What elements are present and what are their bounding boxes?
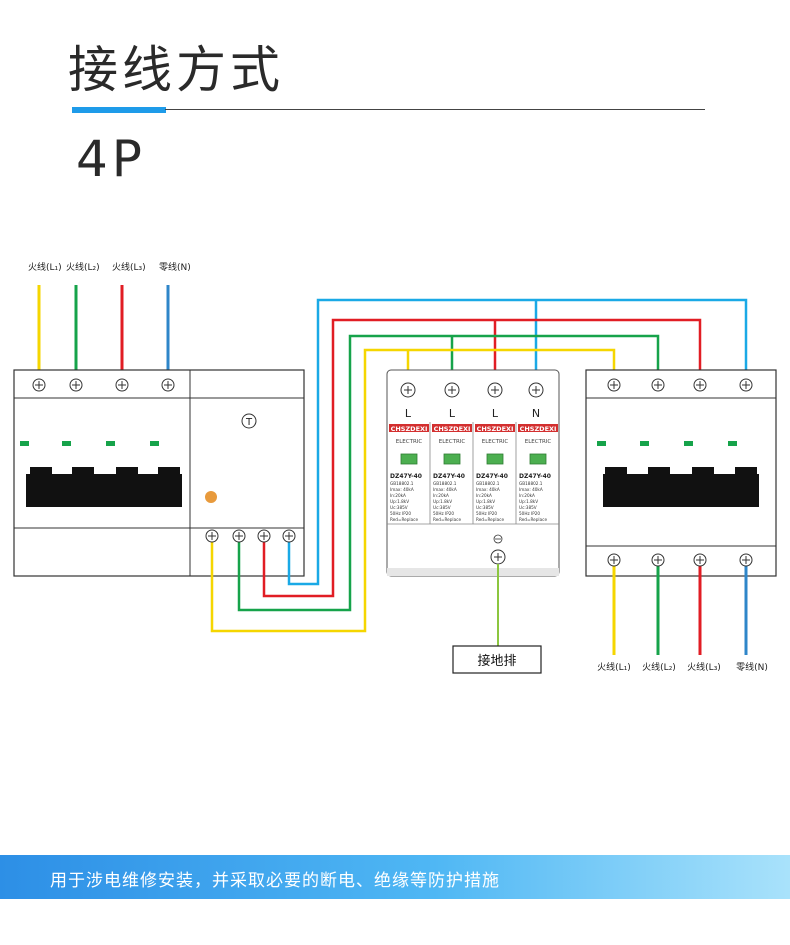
svg-text:CHSZDEXI: CHSZDEXI	[520, 425, 557, 433]
footer-banner-text: 用于涉电维修安装，并采取必要的断电、绝缘等防护措施	[50, 871, 500, 891]
ground-bar-box: 接地排	[452, 645, 542, 674]
breaker-left: T	[13, 369, 305, 577]
breaker-left-top-terminals	[32, 378, 175, 392]
spd-terminal-label: N	[532, 407, 540, 420]
svg-text:Up:1.8kV: Up:1.8kV	[390, 499, 409, 504]
svg-text:Imax: 40kA: Imax: 40kA	[433, 487, 457, 492]
breaker-right-bottom-terminals	[607, 553, 753, 567]
wire-label-l1: 火线(L₁)	[597, 661, 631, 673]
svg-text:Red=Replace: Red=Replace	[390, 517, 418, 522]
spd-poles: CHSZDEXI ELECTRIC DZ47Y-40 GB18802.1 Ima…	[389, 424, 558, 522]
breaker-right-handle	[603, 474, 759, 507]
svg-text:In:20kA: In:20kA	[390, 493, 406, 498]
wire-l2-bus	[237, 334, 660, 612]
svg-text:Up:1.8kV: Up:1.8kV	[519, 499, 538, 504]
wire-label-l3: 火线(L₃)	[112, 261, 146, 273]
svg-text:ELECTRIC: ELECTRIC	[439, 439, 466, 445]
svg-text:Imax: 40kA: Imax: 40kA	[519, 487, 543, 492]
svg-text:Imax: 40kA: Imax: 40kA	[390, 487, 414, 492]
wire-label-n: 零线(N)	[159, 261, 191, 273]
wire-n-bus	[287, 298, 748, 586]
svg-text:Uc:385V: Uc:385V	[433, 505, 451, 510]
svg-text:CHSZDEXI: CHSZDEXI	[477, 425, 514, 433]
svg-text:Up:1.8kV: Up:1.8kV	[476, 499, 495, 504]
svg-text:Uc:385V: Uc:385V	[476, 505, 494, 510]
spd-pole: CHSZDEXI ELECTRIC DZ47Y-40 GB18802.1 Ima…	[475, 424, 515, 522]
svg-text:Imax: 40kA: Imax: 40kA	[476, 487, 500, 492]
spd-pole: CHSZDEXI ELECTRIC DZ47Y-40 GB18802.1 Ima…	[518, 424, 558, 522]
svg-text:GB18802.1: GB18802.1	[519, 481, 543, 486]
svg-text:DZ47Y-40: DZ47Y-40	[476, 473, 508, 480]
title-accent-bar	[72, 107, 166, 113]
svg-text:GB18802.1: GB18802.1	[476, 481, 500, 486]
breaker-left-handle	[26, 474, 182, 507]
svg-text:DZ47Y-40: DZ47Y-40	[519, 473, 551, 480]
wire-l3-bus	[262, 318, 702, 598]
svg-text:Red=Replace: Red=Replace	[433, 517, 461, 522]
spd-terminal-labels: L L L N	[405, 407, 540, 420]
svg-text:Uc:385V: Uc:385V	[390, 505, 408, 510]
svg-text:Up:1.8kV: Up:1.8kV	[433, 499, 452, 504]
wire-label-l2: 火线(L₂)	[642, 661, 676, 673]
spd-sub: ELECTRIC	[396, 439, 423, 445]
svg-text:ELECTRIC: ELECTRIC	[482, 439, 509, 445]
wire-label-l1: 火线(L₁)	[28, 261, 62, 273]
svg-text:In:20kA: In:20kA	[433, 493, 449, 498]
svg-text:DZ47Y-40: DZ47Y-40	[433, 473, 465, 480]
spd-brand: CHSZDEXI	[391, 425, 428, 433]
svg-text:50Hz IP20: 50Hz IP20	[519, 511, 540, 516]
spd-model: DZ47Y-40	[390, 473, 422, 480]
svg-text:In:20kA: In:20kA	[476, 493, 492, 498]
svg-text:In:20kA: In:20kA	[519, 493, 535, 498]
spd-terminal-label: L	[492, 407, 499, 420]
test-button	[241, 413, 257, 429]
svg-text:CHSZDEXI: CHSZDEXI	[434, 425, 471, 433]
wire-l1-bus	[210, 348, 616, 633]
svg-text:50Hz IP20: 50Hz IP20	[390, 511, 411, 516]
outgoing-wires	[612, 565, 748, 655]
svg-text:GB18802.1: GB18802.1	[390, 481, 414, 486]
svg-text:50Hz IP20: 50Hz IP20	[433, 511, 454, 516]
wire-label-l2: 火线(L₂)	[66, 261, 100, 273]
svg-text:Uc:385V: Uc:385V	[519, 505, 537, 510]
svg-text:ELECTRIC: ELECTRIC	[525, 439, 552, 445]
incoming-wires	[37, 285, 170, 380]
page-title: 接线方式	[68, 41, 284, 99]
svg-text:50Hz IP20: 50Hz IP20	[476, 511, 497, 516]
svg-text:GB18802.1: GB18802.1	[433, 481, 457, 486]
top-wire-labels: 火线(L₁) 火线(L₂) 火线(L₃) 零线(N)	[28, 261, 191, 273]
spd-ground-terminal	[490, 534, 506, 565]
breaker-left-bottom-terminals	[205, 529, 296, 543]
wire-label-n: 零线(N)	[736, 661, 768, 673]
spd-pole: CHSZDEXI ELECTRIC DZ47Y-40 GB18802.1 Ima…	[389, 424, 429, 522]
ground-bar-label: 接地排	[477, 653, 516, 669]
ground-symbol-icon	[493, 534, 503, 544]
test-symbol: T	[245, 417, 253, 428]
page-subtitle: 4P	[76, 130, 146, 188]
footer-banner	[0, 855, 790, 899]
spd-terminal-label: L	[449, 407, 456, 420]
spd-module	[386, 369, 560, 577]
status-lamp	[205, 491, 217, 503]
spd-terminal-label: L	[405, 407, 412, 420]
bottom-wire-labels: 火线(L₁) 火线(L₂) 火线(L₃) 零线(N)	[597, 661, 768, 673]
title-divider	[165, 109, 705, 110]
svg-text:Red=Replace: Red=Replace	[476, 517, 504, 522]
svg-text:Red=Replace: Red=Replace	[519, 517, 547, 522]
spd-terminals	[400, 382, 544, 398]
spd-pole: CHSZDEXI ELECTRIC DZ47Y-40 GB18802.1 Ima…	[432, 424, 472, 522]
wire-label-l3: 火线(L₃)	[687, 661, 721, 673]
breaker-right-top-terminals	[607, 378, 753, 392]
breaker-right	[585, 369, 777, 577]
